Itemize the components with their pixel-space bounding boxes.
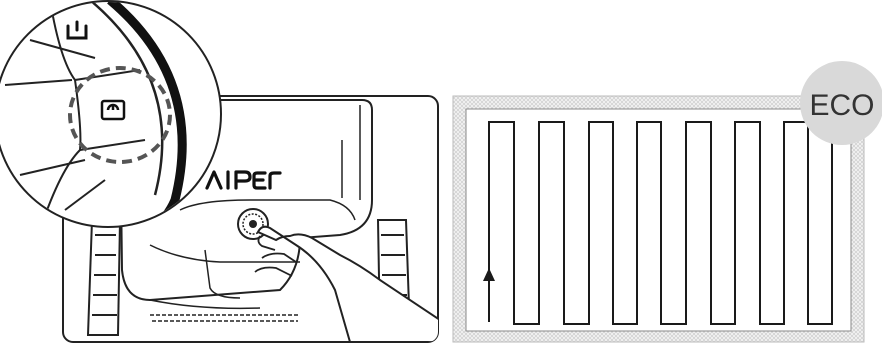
brand-logo [205, 170, 282, 190]
left-track [86, 219, 122, 336]
mode-badge: ECO [800, 61, 882, 145]
start-arrow-up [483, 268, 495, 322]
home-button-icon [66, 20, 88, 40]
right-panel: ECO [452, 61, 882, 343]
lawn-area [465, 108, 852, 332]
coverage-path [488, 121, 833, 325]
zoom-callout [0, 0, 222, 228]
pointing-finger-icon [254, 225, 438, 342]
mode-button-icon [100, 99, 126, 121]
highlight-ring [68, 66, 172, 164]
mode-badge-label: ECO [809, 89, 874, 122]
